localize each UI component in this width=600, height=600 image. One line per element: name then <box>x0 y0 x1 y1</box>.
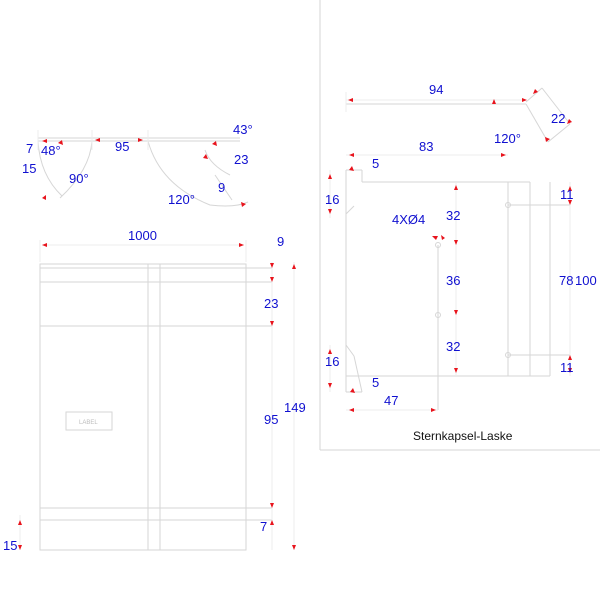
dim-94: 94 <box>429 82 443 97</box>
dim-5-top: 5 <box>372 156 379 171</box>
dim-43-angle: 43° <box>233 122 253 137</box>
dim-83: 83 <box>419 139 433 154</box>
dim-120-angle-right: 120° <box>494 131 521 146</box>
dim-9-main: 9 <box>277 234 284 249</box>
dim-23-main: 23 <box>264 296 278 311</box>
part-caption: Sternkapsel-Laske <box>413 429 513 443</box>
dim-32-bottom: 32 <box>446 339 460 354</box>
dim-78: 78 <box>559 273 573 288</box>
right-view: 94 22 120° 83 5 16 <box>325 82 597 443</box>
dim-1000-width: 1000 <box>128 228 157 243</box>
dim-120-angle-left: 120° <box>168 192 195 207</box>
dim-15-main: 15 <box>3 538 17 553</box>
left-main-view: 1000 LABEL 9 23 95 149 7 15 <box>3 228 306 553</box>
dim-36: 36 <box>446 273 460 288</box>
dim-22: 22 <box>551 111 565 126</box>
dim-5-bottom: 5 <box>372 375 379 390</box>
dim-7-top: 7 <box>26 141 33 156</box>
dim-hole-4x-d4: 4XØ4 <box>392 212 425 227</box>
dim-23-top: 23 <box>234 152 248 167</box>
dim-11-top: 11 <box>560 187 574 202</box>
dim-32-top: 32 <box>446 208 460 223</box>
dim-11-bottom: 11 <box>560 360 574 375</box>
dim-95-top: 95 <box>115 139 129 154</box>
dim-100: 100 <box>575 273 597 288</box>
left-top-detail: 7 48° 15 90° 95 43° 23 120° 9 <box>22 122 253 207</box>
dim-9-top: 9 <box>218 180 225 195</box>
dim-90-angle: 90° <box>69 171 89 186</box>
dim-48-angle: 48° <box>41 143 61 158</box>
dim-7-main: 7 <box>260 519 267 534</box>
dim-15-top: 15 <box>22 161 36 176</box>
dim-16-bottom: 16 <box>325 354 339 369</box>
label-box-text: LABEL <box>79 420 98 426</box>
dim-47: 47 <box>384 393 398 408</box>
dim-149-main: 149 <box>284 400 306 415</box>
dim-95-main: 95 <box>264 412 278 427</box>
dim-16-top: 16 <box>325 192 339 207</box>
